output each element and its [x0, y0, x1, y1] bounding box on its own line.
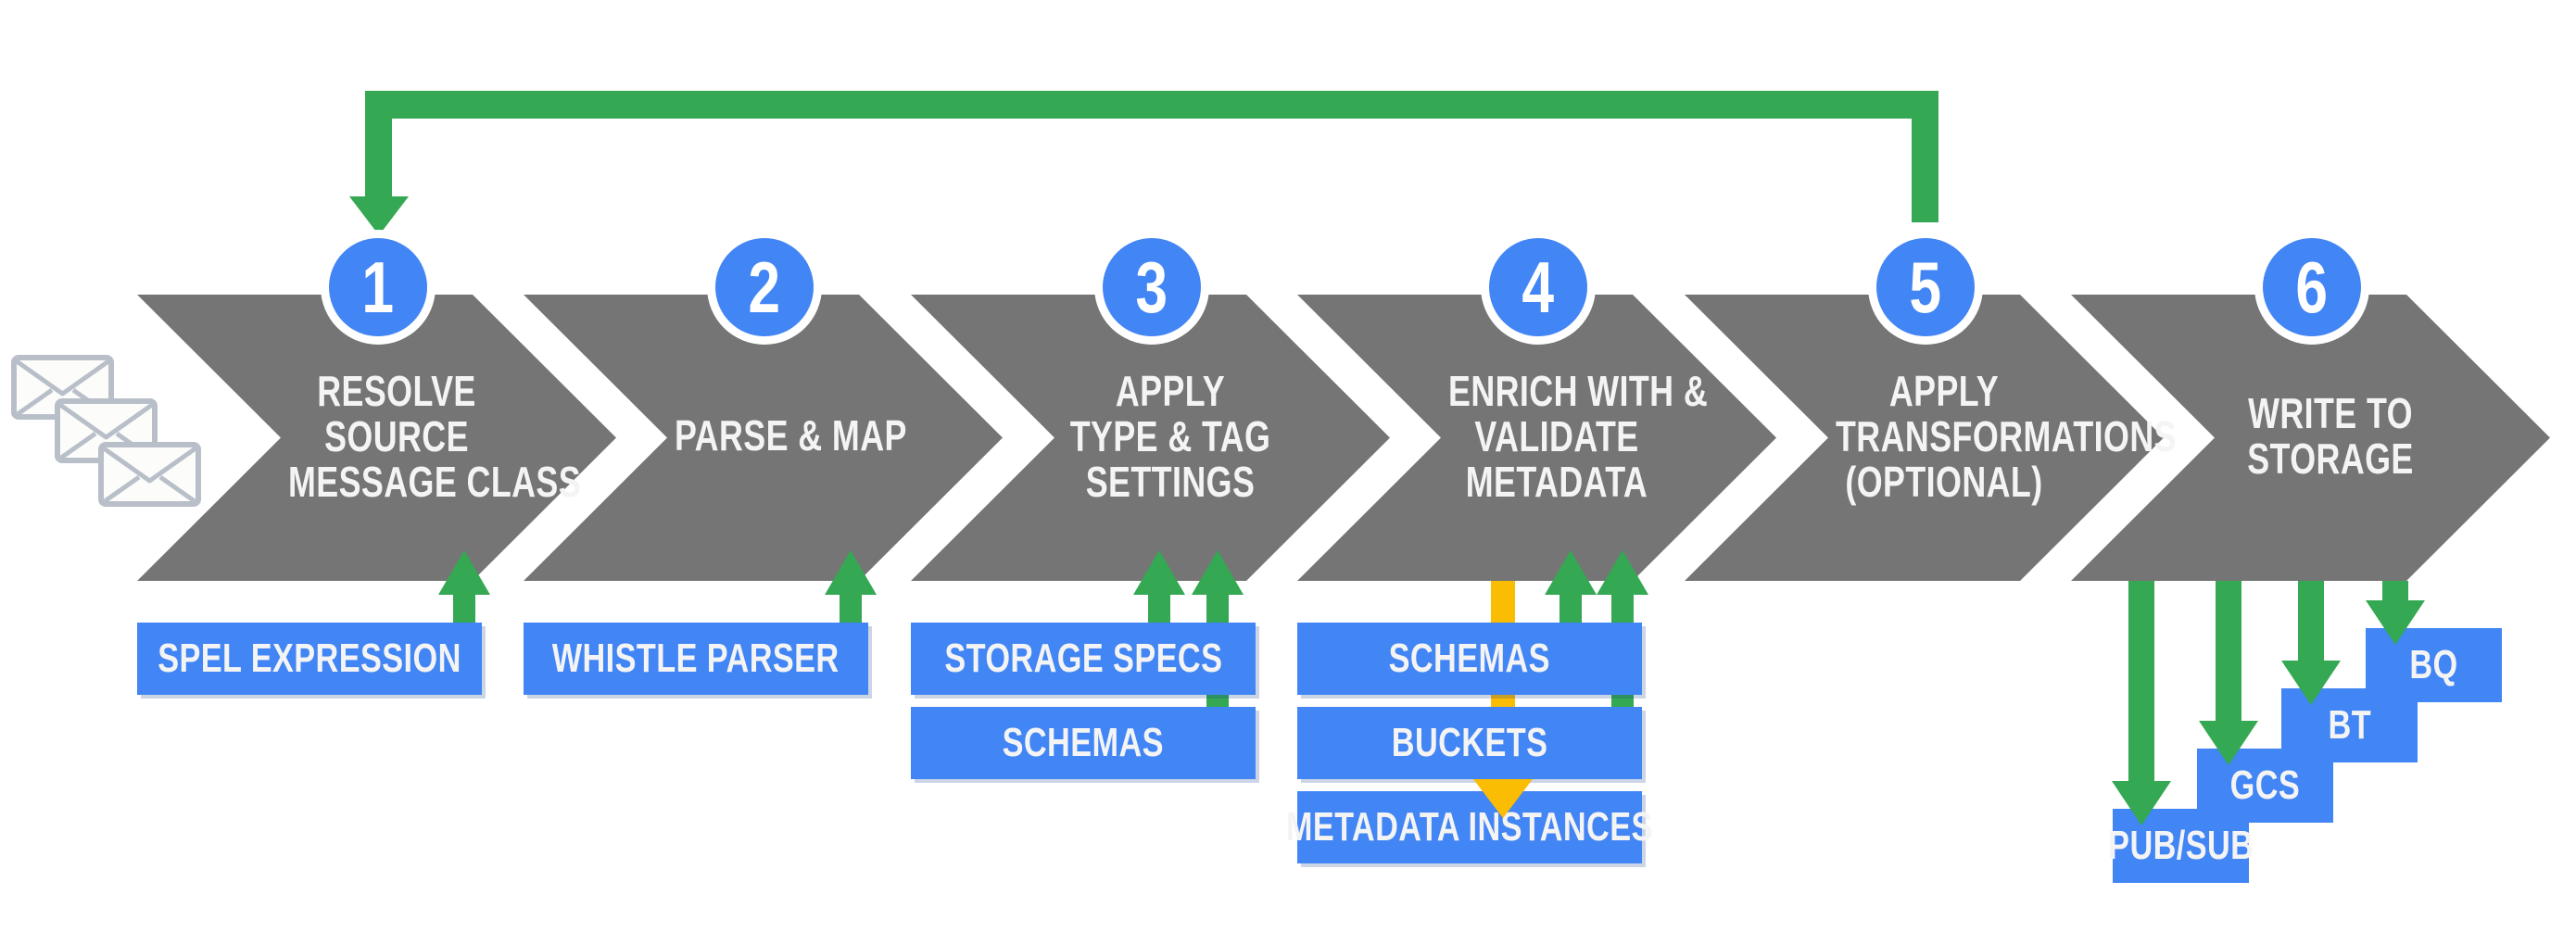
step-label-line: (OPTIONAL) — [1845, 458, 2043, 506]
badge-circle: 2 — [715, 238, 814, 336]
step-number: 2 — [748, 246, 781, 328]
step-label-line: STORAGE — [2247, 435, 2414, 483]
resource-box-schemas-step4: SCHEMAS — [1297, 623, 1642, 695]
input-arrow-storage-specs — [1133, 550, 1185, 623]
badge-circle: 4 — [1489, 238, 1587, 336]
storage-label: BQ — [2409, 642, 2458, 687]
envelope-icon — [98, 442, 201, 507]
resource-label: STORAGE SPECS — [943, 636, 1223, 681]
resource-box-storage-specs: STORAGE SPECS — [911, 623, 1256, 695]
resource-label: WHISTLE PARSER — [552, 636, 840, 681]
step-label-line: SOURCE — [324, 412, 469, 460]
step-6-number-badge: 6 — [2254, 230, 2369, 345]
output-arrow-bt — [2281, 581, 2341, 705]
arrow-shaft — [2382, 581, 2408, 600]
step-4-number-badge: 4 — [1481, 230, 1596, 345]
step-3-number-badge: 3 — [1094, 230, 1209, 345]
arrow-shaft — [1148, 595, 1170, 623]
output-arrow-bq — [2366, 581, 2425, 645]
input-arrow-schemas-step4 — [1545, 550, 1597, 623]
arrow-shaft — [840, 595, 862, 623]
arrow-up-icon — [1133, 550, 1185, 595]
step-label-line: RESOLVE — [317, 367, 476, 415]
badge-circle: 1 — [329, 238, 427, 336]
storage-label: PUB/SUB — [2107, 823, 2254, 868]
badge-circle: 3 — [1103, 238, 1201, 336]
step-label-line: MESSAGE CLASS — [288, 458, 582, 506]
output-arrow-gcs — [2199, 581, 2258, 765]
resource-label: BUCKETS — [1391, 720, 1548, 765]
resource-box-buckets: BUCKETS — [1297, 707, 1642, 779]
arrow-down-icon — [2281, 661, 2341, 705]
arrow-down-icon — [2112, 781, 2171, 825]
resource-label: SCHEMAS — [1002, 720, 1165, 765]
input-arrow-spel-expression — [438, 550, 490, 623]
resource-box-schemas-step3: SCHEMAS — [911, 707, 1256, 779]
step-4-label: ENRICH WITH & VALIDATE METADATA — [1418, 367, 1709, 506]
resource-label: SPEL EXPRESSION — [158, 636, 461, 681]
arrow-up-icon — [825, 550, 877, 595]
step-6-label: WRITE TO STORAGE — [2191, 391, 2469, 482]
envelope-icon — [55, 398, 158, 463]
step-5-label: APPLY TRANSFORMATIONS (OPTIONAL) — [1805, 367, 2177, 506]
arrow-shaft — [2216, 581, 2241, 721]
arrow-up-icon — [1192, 550, 1244, 595]
output-arrow-pubsub — [2112, 581, 2171, 825]
arrow-down-icon — [2199, 721, 2258, 765]
step-number: 5 — [1909, 246, 1942, 328]
step-1-number-badge: 1 — [321, 230, 436, 345]
step-number: 6 — [2295, 246, 2329, 328]
resource-label: METADATA INSTANCES — [1286, 804, 1653, 850]
storage-target-bq: BQ — [2366, 628, 2502, 702]
step-label-line: ENRICH WITH & — [1448, 367, 1709, 415]
step-2-number-badge: 2 — [707, 230, 822, 345]
step-label-line: WRITE TO — [2248, 389, 2413, 437]
arrow-shaft — [1559, 595, 1582, 623]
storage-target-gcs: GCS — [2197, 749, 2333, 823]
step-label-line: VALIDATE — [1474, 412, 1639, 460]
resource-box-metadata-instances: METADATA INSTANCES — [1286, 791, 1653, 863]
incoming-messages-icon — [0, 343, 222, 528]
arrow-up-icon — [1545, 550, 1597, 595]
input-arrow-whistle-parser — [825, 550, 877, 623]
arrow-down-icon — [2366, 600, 2425, 645]
feedback-loop-arrow — [365, 91, 1938, 119]
resource-label: SCHEMAS — [1388, 636, 1551, 681]
feedback-loop-arrow-right-segment — [1912, 119, 1938, 222]
step-label-line: APPLY — [1115, 367, 1226, 415]
step-number: 4 — [1522, 246, 1555, 328]
arrow-up-icon — [438, 550, 490, 595]
step-label-line: PARSE & MAP — [675, 411, 907, 460]
step-5-number-badge: 5 — [1868, 230, 1983, 345]
badge-circle: 6 — [2263, 238, 2361, 336]
arrow-shaft — [2298, 581, 2324, 661]
step-label-line: TYPE & TAG — [1069, 412, 1271, 460]
step-3-label: APPLY TYPE & TAG SETTINGS — [1031, 369, 1309, 505]
feedback-loop-arrow-left-segment — [365, 119, 392, 196]
badge-circle: 5 — [1876, 238, 1975, 336]
step-1-label: RESOLVE SOURCE MESSAGE CLASS — [258, 367, 582, 506]
step-number: 3 — [1135, 246, 1168, 328]
resource-box-spel-expression: SPEL EXPRESSION — [137, 623, 482, 695]
arrow-shaft — [2128, 581, 2154, 781]
step-number: 1 — [361, 246, 395, 328]
step-label-line: TRANSFORMATIONS — [1836, 412, 2177, 460]
arrow-shaft — [453, 595, 475, 623]
arrow-up-icon — [1597, 550, 1648, 595]
step-2-label: PARSE & MAP — [644, 413, 922, 459]
step-label-line: SETTINGS — [1085, 458, 1256, 506]
storage-label: GCS — [2229, 762, 2301, 808]
resource-box-whistle-parser: WHISTLE PARSER — [524, 623, 868, 695]
storage-label: BT — [2328, 702, 2371, 748]
step-label-line: METADATA — [1465, 458, 1648, 506]
step-label-line: APPLY — [1888, 367, 2000, 415]
